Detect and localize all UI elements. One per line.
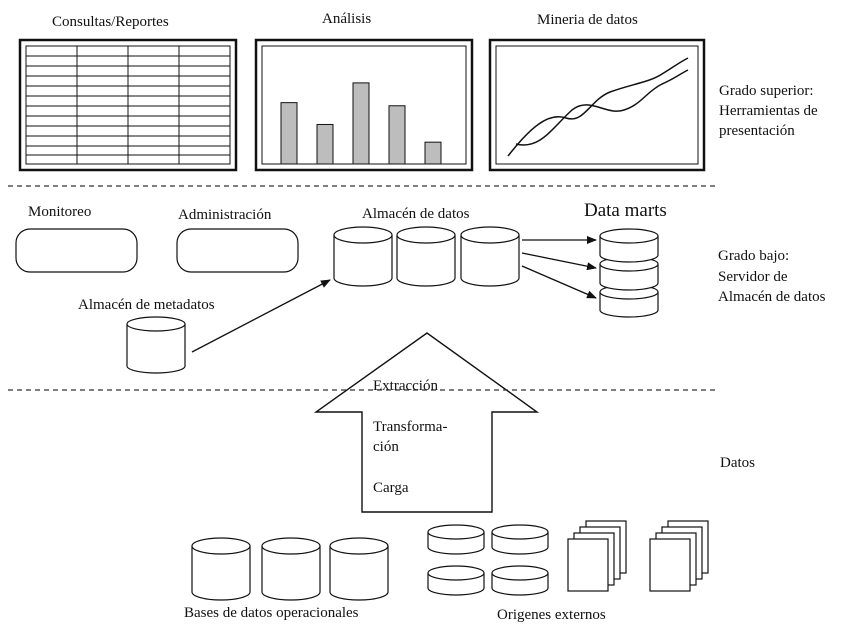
operational-db-3 [329, 537, 389, 601]
document-stack-1 [567, 520, 627, 592]
arrow-to-mart-3 [521, 265, 597, 299]
tier-superior-line3: presentación [719, 123, 795, 139]
warehouse-cylinder-3 [460, 226, 520, 287]
operational-db-1 [191, 537, 251, 601]
external-disk-2 [491, 524, 549, 555]
analysis-bar-2 [316, 123, 334, 165]
origenes-label: Origenes externos [497, 607, 606, 622]
analysis-bar-3 [352, 82, 370, 165]
mining-curve-1 [507, 57, 689, 157]
data-mining-icon [488, 38, 706, 172]
administracion-box [176, 228, 299, 273]
etl-arrow [313, 332, 540, 513]
arrow-to-mart-2 [521, 252, 597, 271]
operational-db-2 [261, 537, 321, 601]
document-stack-2 [649, 520, 709, 592]
analysis-chart-icon [254, 38, 474, 172]
report-table-icon [18, 38, 238, 172]
metadata-cylinder [126, 316, 186, 374]
tier-bajo-line2: Servidor de [718, 269, 788, 285]
analisis-label: Análisis [322, 11, 371, 27]
warehouse-cylinder-1 [333, 226, 393, 287]
analysis-bar-1 [280, 102, 298, 165]
data-mart-1 [599, 228, 659, 263]
mineria-label: Mineria de datos [537, 12, 638, 28]
external-disk-4 [491, 565, 549, 596]
bases-label: Bases de datos operacionales [184, 605, 359, 621]
etl-transforma-line2: ción [373, 439, 399, 455]
analysis-bar-5 [424, 141, 442, 165]
tier-superior-line2: Herramientas de [719, 103, 818, 119]
metadata-arrow [191, 279, 331, 353]
etl-transforma-line1: Transforma- [373, 419, 447, 435]
external-disk-1 [427, 524, 485, 555]
warehouse-cylinder-2 [396, 226, 456, 287]
analysis-bar-4 [388, 105, 406, 165]
monitoreo-label: Monitoreo [28, 204, 91, 220]
etl-extraccion: Extracción [373, 378, 438, 394]
tier-superior-line1: Grado superior: [719, 83, 814, 99]
data-marts-label: Data marts [584, 200, 667, 221]
etl-carga: Carga [373, 480, 409, 496]
almacen-label: Almacén de datos [362, 206, 470, 222]
mining-curve-2 [515, 69, 689, 146]
administracion-label: Administración [178, 207, 272, 223]
metadatos-label: Almacén de metadatos [78, 297, 215, 313]
consultas-label: Consultas/Reportes [52, 14, 169, 30]
tier-bajo-line1: Grado bajo: [718, 248, 789, 264]
monitoreo-box [15, 228, 138, 273]
tier-bajo-line3: Almacén de datos [718, 289, 826, 305]
tier-datos-label: Datos [720, 455, 755, 471]
external-disk-3 [427, 565, 485, 596]
